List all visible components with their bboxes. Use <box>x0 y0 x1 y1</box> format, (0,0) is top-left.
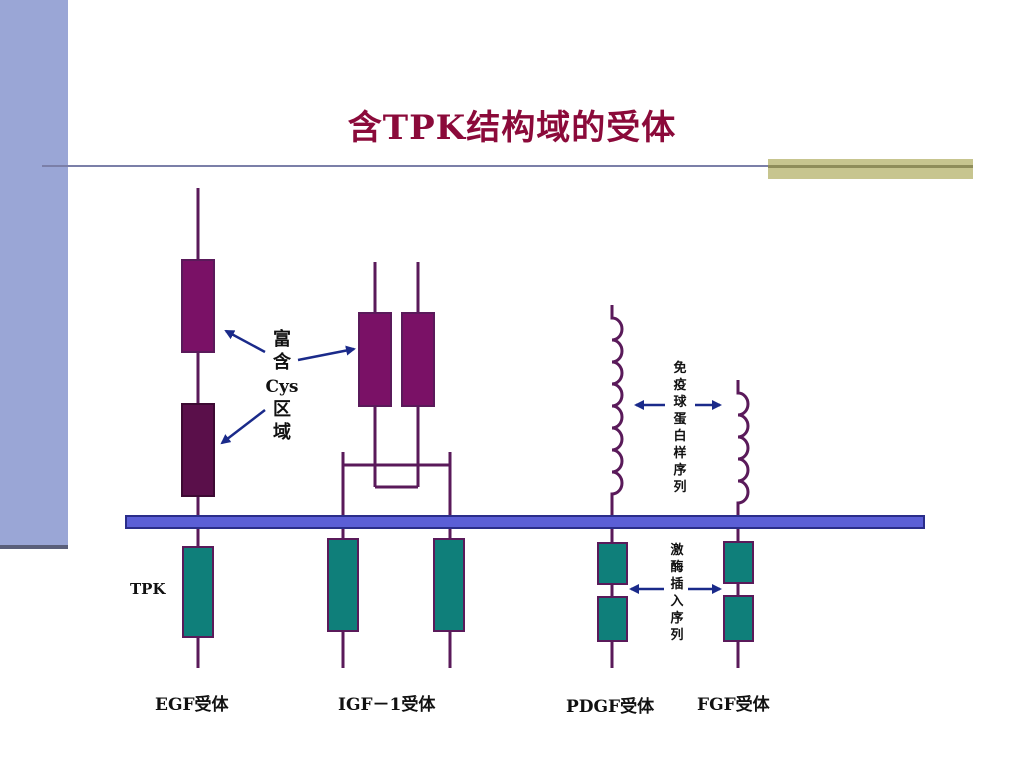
egf-tpk-domain <box>182 546 214 638</box>
receptor-name-igf1: IGF－1受体 <box>338 694 436 715</box>
egf-cys-domain-lower <box>181 403 215 497</box>
left-sidebar-bar <box>0 0 68 545</box>
ig-like-label-char-5: 白 <box>673 428 686 444</box>
title-rule-accent <box>768 159 973 179</box>
pdgf-tpk-domain-upper <box>597 542 628 585</box>
receptor-name-egf: EGF受体 <box>155 694 230 715</box>
pdgf-tpk-domain-lower <box>597 596 628 642</box>
fgf-tpk-domain-upper <box>723 541 754 584</box>
cys-arrow-to-igf1 <box>297 345 356 362</box>
ig-like-label-char-7: 序 <box>673 462 686 478</box>
kinase-insert-label-char-1: 激 <box>670 542 684 558</box>
igf1-receptor <box>327 262 465 668</box>
cell-membrane <box>125 515 925 529</box>
slide-title: 含TPK结构域的受体 <box>347 108 677 148</box>
pdgf-receptor <box>597 305 628 668</box>
igf1-tpk-domain-left <box>327 538 359 632</box>
kinase-insert-label-char-3: 插 <box>670 576 683 592</box>
ig-like-label-char-4: 蛋 <box>673 412 686 427</box>
kinase-insert-label-char-2: 酶 <box>670 559 683 575</box>
ig-like-label-char-8: 列 <box>673 479 686 495</box>
title-rule <box>42 165 972 167</box>
igf1-cys-domain-right <box>401 312 435 407</box>
cys-rich-label-char-1: 富 <box>273 328 291 350</box>
kinase-insert-label: 激 酶 插 入 序 列 <box>670 542 684 643</box>
cys-arrow-to-egf-upper <box>224 329 266 354</box>
cys-rich-label-char-5: 域 <box>273 421 291 443</box>
cys-rich-label-char-2: 含 <box>273 351 292 373</box>
ig-like-label-char-2: 疫 <box>673 377 686 393</box>
cys-rich-label-char-4: 区 <box>273 399 291 420</box>
left-sidebar-edge <box>0 545 68 549</box>
cys-rich-label: 富 含 Cys 区 域 <box>266 328 299 443</box>
cys-arrow-to-egf-lower <box>220 409 266 445</box>
igf1-tpk-domain-right <box>433 538 465 632</box>
kinase-insert-label-char-5: 序 <box>670 610 683 626</box>
fgf-receptor <box>723 380 754 668</box>
title-rule-accent-line <box>768 165 973 168</box>
kinase-insert-label-char-6: 列 <box>670 627 683 643</box>
egf-receptor <box>181 188 215 668</box>
fgf-tpk-domain-lower <box>723 595 754 642</box>
cys-rich-label-char-3: Cys <box>266 377 299 397</box>
receptor-name-fgf: FGF受体 <box>697 694 771 715</box>
ig-like-label-char-1: 免 <box>673 360 686 376</box>
receptor-names: EGF受体 IGF－1受体 PDGF受体 FGF受体 <box>155 694 771 717</box>
ig-like-label-char-6: 样 <box>673 445 686 461</box>
fgf-ig-loops <box>736 380 750 668</box>
receptor-name-pdgf: PDGF受体 <box>566 696 655 717</box>
ig-like-label: 免 疫 球 蛋 白 样 序 列 <box>673 360 687 495</box>
pdgf-ig-loops <box>610 305 624 668</box>
ig-like-label-char-3: 球 <box>673 394 687 410</box>
igf1-cys-domain-left <box>358 312 392 407</box>
egf-cys-domain-upper <box>181 259 215 353</box>
kinase-insert-label-char-4: 入 <box>670 594 683 609</box>
tpk-label: TPK <box>130 580 166 598</box>
annotation-arrows <box>220 329 722 594</box>
